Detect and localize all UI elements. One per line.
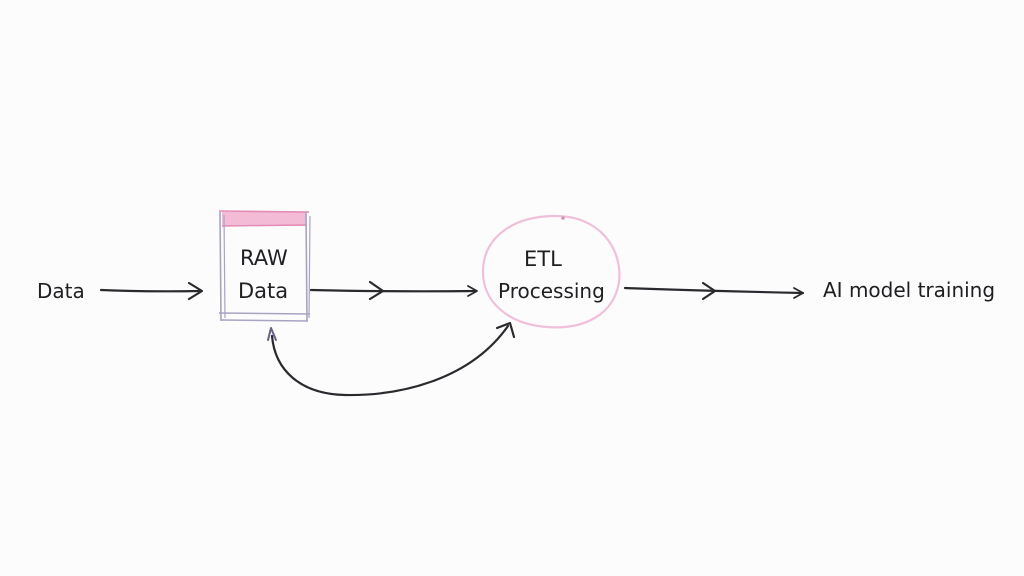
arrow-etl-to-target	[623, 281, 805, 301]
etl-node-line2: Processing	[498, 279, 605, 303]
raw-box-line1: RAW	[240, 246, 288, 270]
raw-box-header	[222, 212, 306, 226]
raw-data-box: RAW Data	[218, 210, 311, 322]
feedback-arrow-etl-to-raw	[267, 321, 516, 397]
raw-box-line2: Data	[238, 279, 288, 303]
source-data-label: Data	[37, 279, 85, 303]
etl-processing-node: ETL Processing	[481, 214, 621, 329]
etl-circle-outline	[481, 214, 621, 329]
arrow-raw-to-etl	[309, 280, 478, 301]
target-ai-training-label: AI model training	[823, 278, 995, 302]
etl-node-line1: ETL	[524, 247, 562, 271]
arrow-source-to-raw	[99, 281, 204, 301]
